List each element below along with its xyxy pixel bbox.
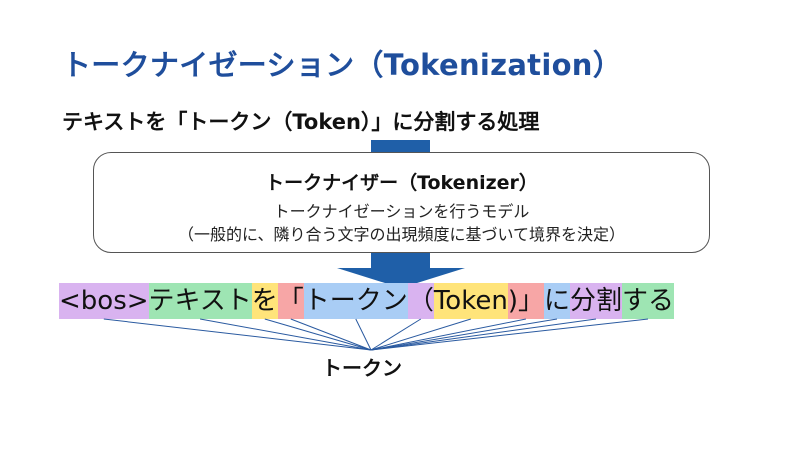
token: する xyxy=(622,283,675,319)
tokenizer-description: トークナイゼーションを行うモデル xyxy=(273,202,530,221)
tokenizer-title: トークナイザー（Tokenizer） xyxy=(265,172,538,194)
tokenizer-box: トークナイザー（Tokenizer） トークナイゼーションを行うモデル （一般的… xyxy=(93,152,710,253)
connector-line xyxy=(370,318,526,351)
connector-line xyxy=(370,318,649,351)
token: )」 xyxy=(507,283,544,319)
slide-title: トークナイゼーション（Tokenization） xyxy=(62,48,623,82)
connector-line xyxy=(290,318,372,351)
token: を xyxy=(251,283,278,319)
connector-line xyxy=(355,318,372,351)
connector-line xyxy=(370,318,597,351)
token: に xyxy=(543,283,570,319)
token: Token xyxy=(433,283,508,319)
connector-line xyxy=(370,318,558,351)
connector-line xyxy=(370,318,471,351)
token-sequence: <bos> テキスト を 「 トークン （ Token )」 に 分割 する xyxy=(59,283,675,319)
token: 「 xyxy=(277,283,304,319)
token: 分割 xyxy=(569,283,622,319)
flow-arrow-body xyxy=(371,253,430,269)
token: テキスト xyxy=(148,283,252,319)
connector-line xyxy=(370,318,422,351)
tokenizer-note: （一般的に、隣り合う文字の出現頻度に基づいて境界を決定） xyxy=(177,225,626,244)
connector-line xyxy=(200,318,372,351)
slide-subtitle: テキストを「トークン（Token）」に分割する処理 xyxy=(62,110,540,134)
token: トークン xyxy=(303,283,408,319)
token-label: トークン xyxy=(322,356,402,380)
token: <bos> xyxy=(59,283,149,319)
connector-line xyxy=(264,318,372,351)
token: （ xyxy=(407,283,434,319)
connector-line xyxy=(103,318,372,351)
flow-arrow-top xyxy=(371,140,430,153)
